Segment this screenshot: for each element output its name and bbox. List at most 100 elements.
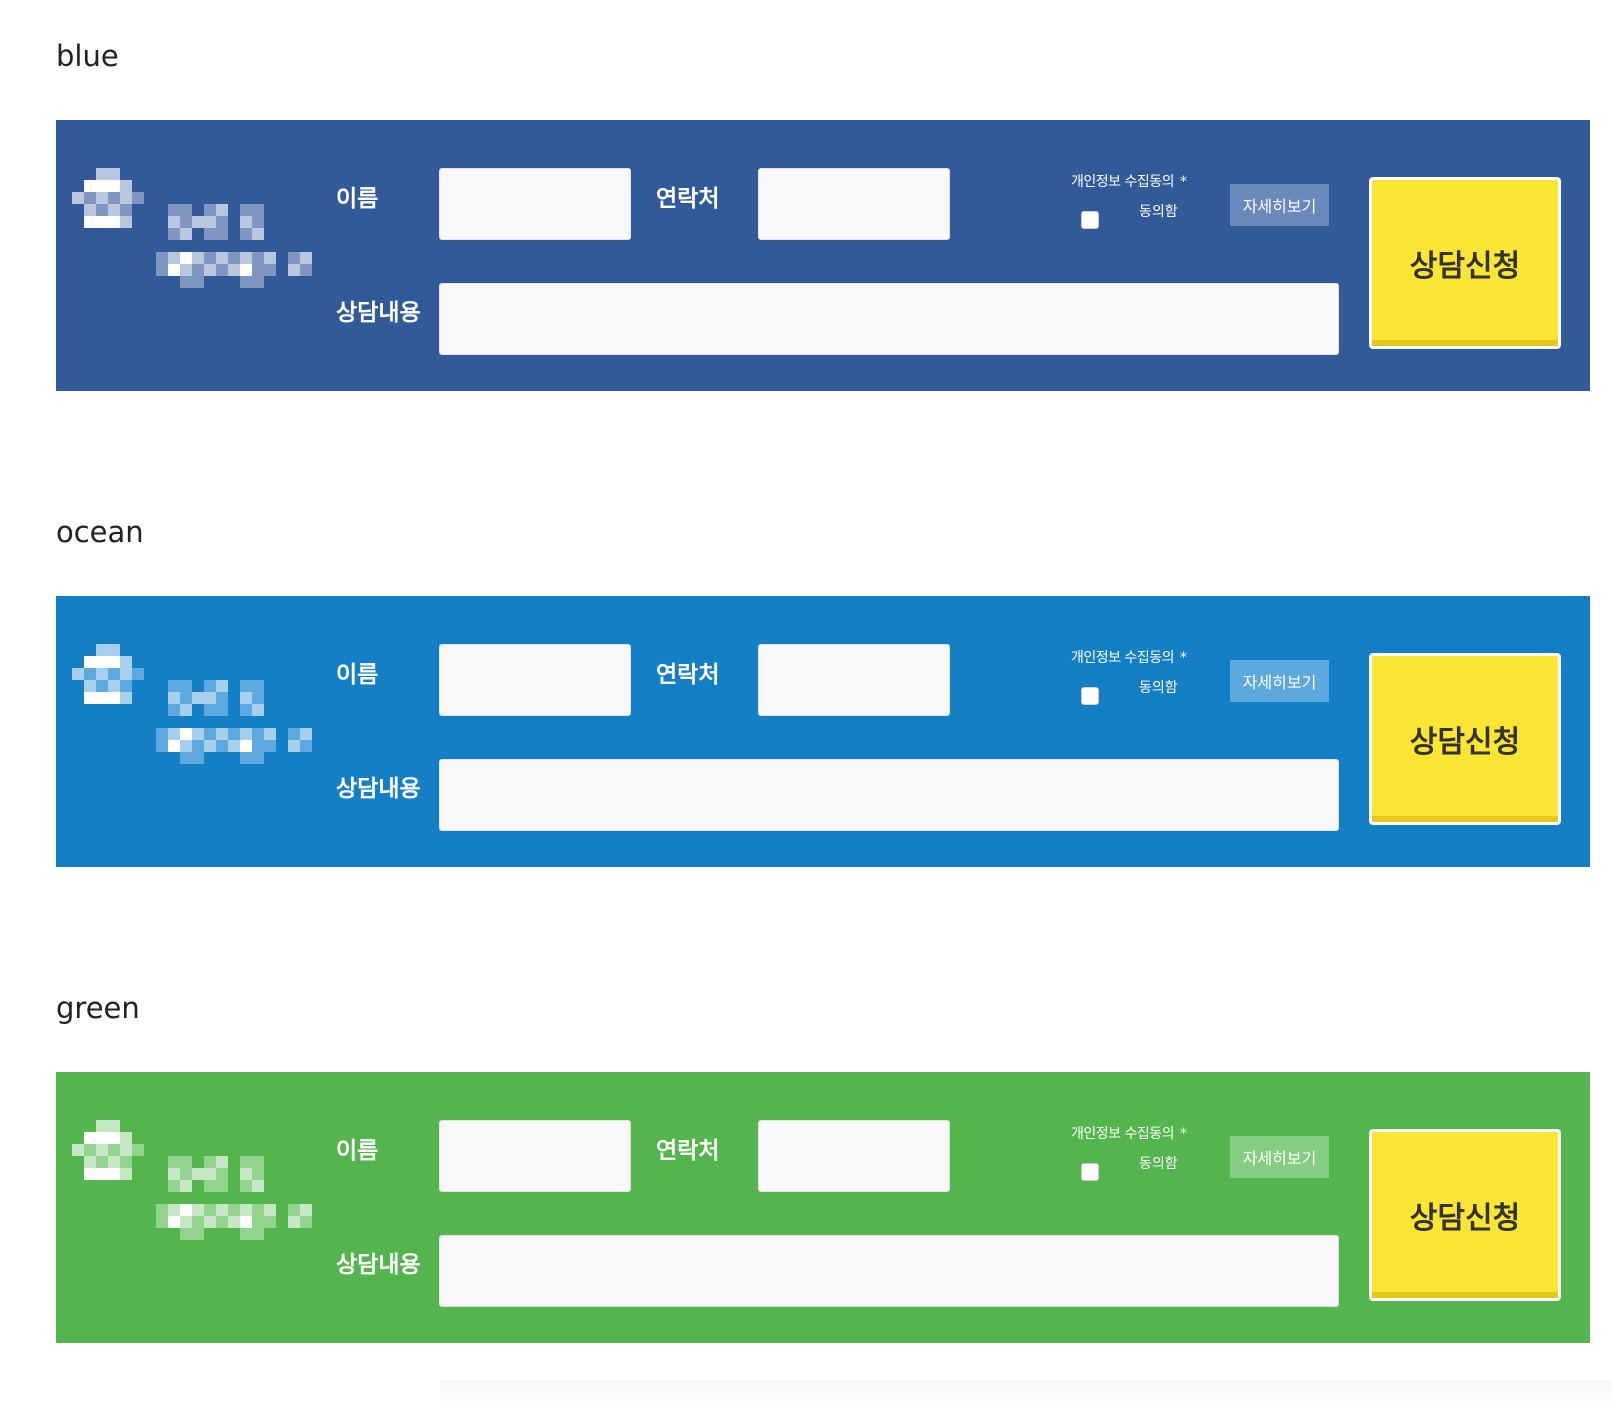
logo-mosaic-cell <box>192 264 204 276</box>
privacy-consent-title: 개인정보 수집동의* <box>1071 651 1187 665</box>
name-input[interactable] <box>439 168 631 240</box>
phone-input[interactable] <box>758 644 950 716</box>
logo-mosaic-cell <box>108 168 120 180</box>
logo-mosaic-cell <box>120 1132 132 1144</box>
logo-mosaic-cell <box>108 668 120 680</box>
logo-mosaic-cell <box>252 1204 264 1216</box>
content-input[interactable] <box>439 759 1339 831</box>
logo-mosaic-cell <box>240 216 252 228</box>
logo-mosaic-cell <box>252 276 264 288</box>
name-input[interactable] <box>439 1120 631 1192</box>
logo-mosaic-cell <box>168 1204 180 1216</box>
logo-mosaic-cell <box>228 252 240 264</box>
section-title: green <box>56 991 140 1025</box>
logo-mosaic-cell <box>240 264 252 276</box>
logo-mosaic-cell <box>240 1204 252 1216</box>
privacy-consent-checkbox-label: 동의함 <box>1139 680 1178 696</box>
consult-submit-button[interactable]: 상담신청 <box>1369 1129 1561 1301</box>
logo-mosaic-cell <box>168 1156 180 1168</box>
logo-mosaic-cell <box>180 704 192 716</box>
privacy-consent-checkbox[interactable] <box>1081 687 1099 705</box>
bottom-shadow <box>440 1380 1612 1410</box>
name-label: 이름 <box>336 662 379 688</box>
consult-submit-button[interactable]: 상담신청 <box>1369 177 1561 349</box>
logo-mosaic-cell <box>252 216 264 228</box>
privacy-consent-title-text: 개인정보 수집동의 <box>1071 1126 1175 1142</box>
logo-mosaic-cell <box>192 252 204 264</box>
consult-submit-button[interactable]: 상담신청 <box>1369 653 1561 825</box>
logo-mosaic-cell <box>180 276 192 288</box>
privacy-consent-checkbox-label: 동의함 <box>1139 1156 1178 1172</box>
logo-mosaic-cell <box>216 740 228 752</box>
logo-mosaic-cell <box>240 728 252 740</box>
logo-mosaic-cell <box>288 264 300 276</box>
logo-mosaic-cell <box>180 740 192 752</box>
logo-mosaic-cell <box>252 680 264 692</box>
logo-mosaic-cell <box>216 216 228 228</box>
privacy-consent-title: 개인정보 수집동의* <box>1071 175 1187 189</box>
logo-mosaic-cell <box>204 264 216 276</box>
privacy-consent-checkbox[interactable] <box>1081 1163 1099 1181</box>
logo-mosaic-cell <box>96 204 108 216</box>
logo-mosaic-cell <box>180 204 192 216</box>
logo-mosaic-cell <box>252 1156 264 1168</box>
logo-mosaic-cell <box>204 204 216 216</box>
section-blue: blue 이름 연락처 상담내용 개인정보 수집동의* 동의함 자세히보기 상담… <box>0 0 1612 400</box>
logo-mosaic-cell <box>252 204 264 216</box>
logo-mosaic-cell <box>120 656 132 668</box>
content-input[interactable] <box>439 283 1339 355</box>
logo-mosaic-cell <box>264 728 276 740</box>
logo-mosaic-cell <box>168 692 180 704</box>
privacy-consent-checkbox[interactable] <box>1081 211 1099 229</box>
phone-input[interactable] <box>758 168 950 240</box>
logo-mosaic-cell <box>252 264 264 276</box>
logo-mosaic-cell <box>108 192 120 204</box>
privacy-detail-button[interactable]: 자세히보기 <box>1230 660 1329 702</box>
logo-mosaic-cell <box>288 1216 300 1228</box>
logo-mosaic-cell <box>228 1216 240 1228</box>
logo-mosaic-cell <box>240 704 252 716</box>
logo-mosaic-cell <box>192 752 204 764</box>
logo-mosaic-cell <box>252 752 264 764</box>
privacy-detail-button[interactable]: 자세히보기 <box>1230 1136 1329 1178</box>
logo-mosaic-cell <box>204 1216 216 1228</box>
logo-mosaic-cell <box>84 668 96 680</box>
logo-mosaic-cell <box>96 1132 108 1144</box>
section-green: green 이름 연락처 상담내용 개인정보 수집동의* 동의함 자세히보기 상… <box>0 952 1612 1352</box>
logo-mosaic-cell <box>108 1144 120 1156</box>
logo-mosaic-cell <box>204 252 216 264</box>
logo-mosaic-cell <box>132 192 144 204</box>
privacy-detail-button[interactable]: 자세히보기 <box>1230 184 1329 226</box>
logo-mosaic-cell <box>120 692 132 704</box>
logo-mosaic-cell <box>108 1168 120 1180</box>
logo-mosaic-cell <box>228 1204 240 1216</box>
phone-input[interactable] <box>758 1120 950 1192</box>
logo-mosaic-cell <box>288 1204 300 1216</box>
logo-mosaic-cell <box>216 1156 228 1168</box>
logo-mosaic-cell <box>96 168 108 180</box>
logo-mosaic-cell <box>156 740 168 752</box>
logo-mosaic-cell <box>192 1168 204 1180</box>
logo-mosaic-cell <box>252 740 264 752</box>
logo-mosaic-cell <box>96 180 108 192</box>
logo-mosaic-cell <box>84 1132 96 1144</box>
logo-mosaic-cell <box>252 1216 264 1228</box>
logo-mosaic-cell <box>180 228 192 240</box>
logo-mosaic-cell <box>192 692 204 704</box>
content-label: 상담내용 <box>336 300 421 326</box>
content-label: 상담내용 <box>336 1252 421 1278</box>
logo-mosaic-cell <box>168 204 180 216</box>
logo-mosaic-cell <box>216 1216 228 1228</box>
logo-mosaic-cell <box>288 740 300 752</box>
content-input[interactable] <box>439 1235 1339 1307</box>
logo-mosaic-cell <box>180 1168 192 1180</box>
name-input[interactable] <box>439 644 631 716</box>
logo-mosaic-cell <box>228 728 240 740</box>
logo-mosaic-cell <box>96 656 108 668</box>
logo-mosaic-cell <box>204 692 216 704</box>
logo-mosaic-cell <box>300 1204 312 1216</box>
logo-mosaic-cell <box>216 704 228 716</box>
logo-mosaic-cell <box>108 656 120 668</box>
logo-mosaic-cell <box>168 728 180 740</box>
logo-mosaic-cell <box>108 680 120 692</box>
